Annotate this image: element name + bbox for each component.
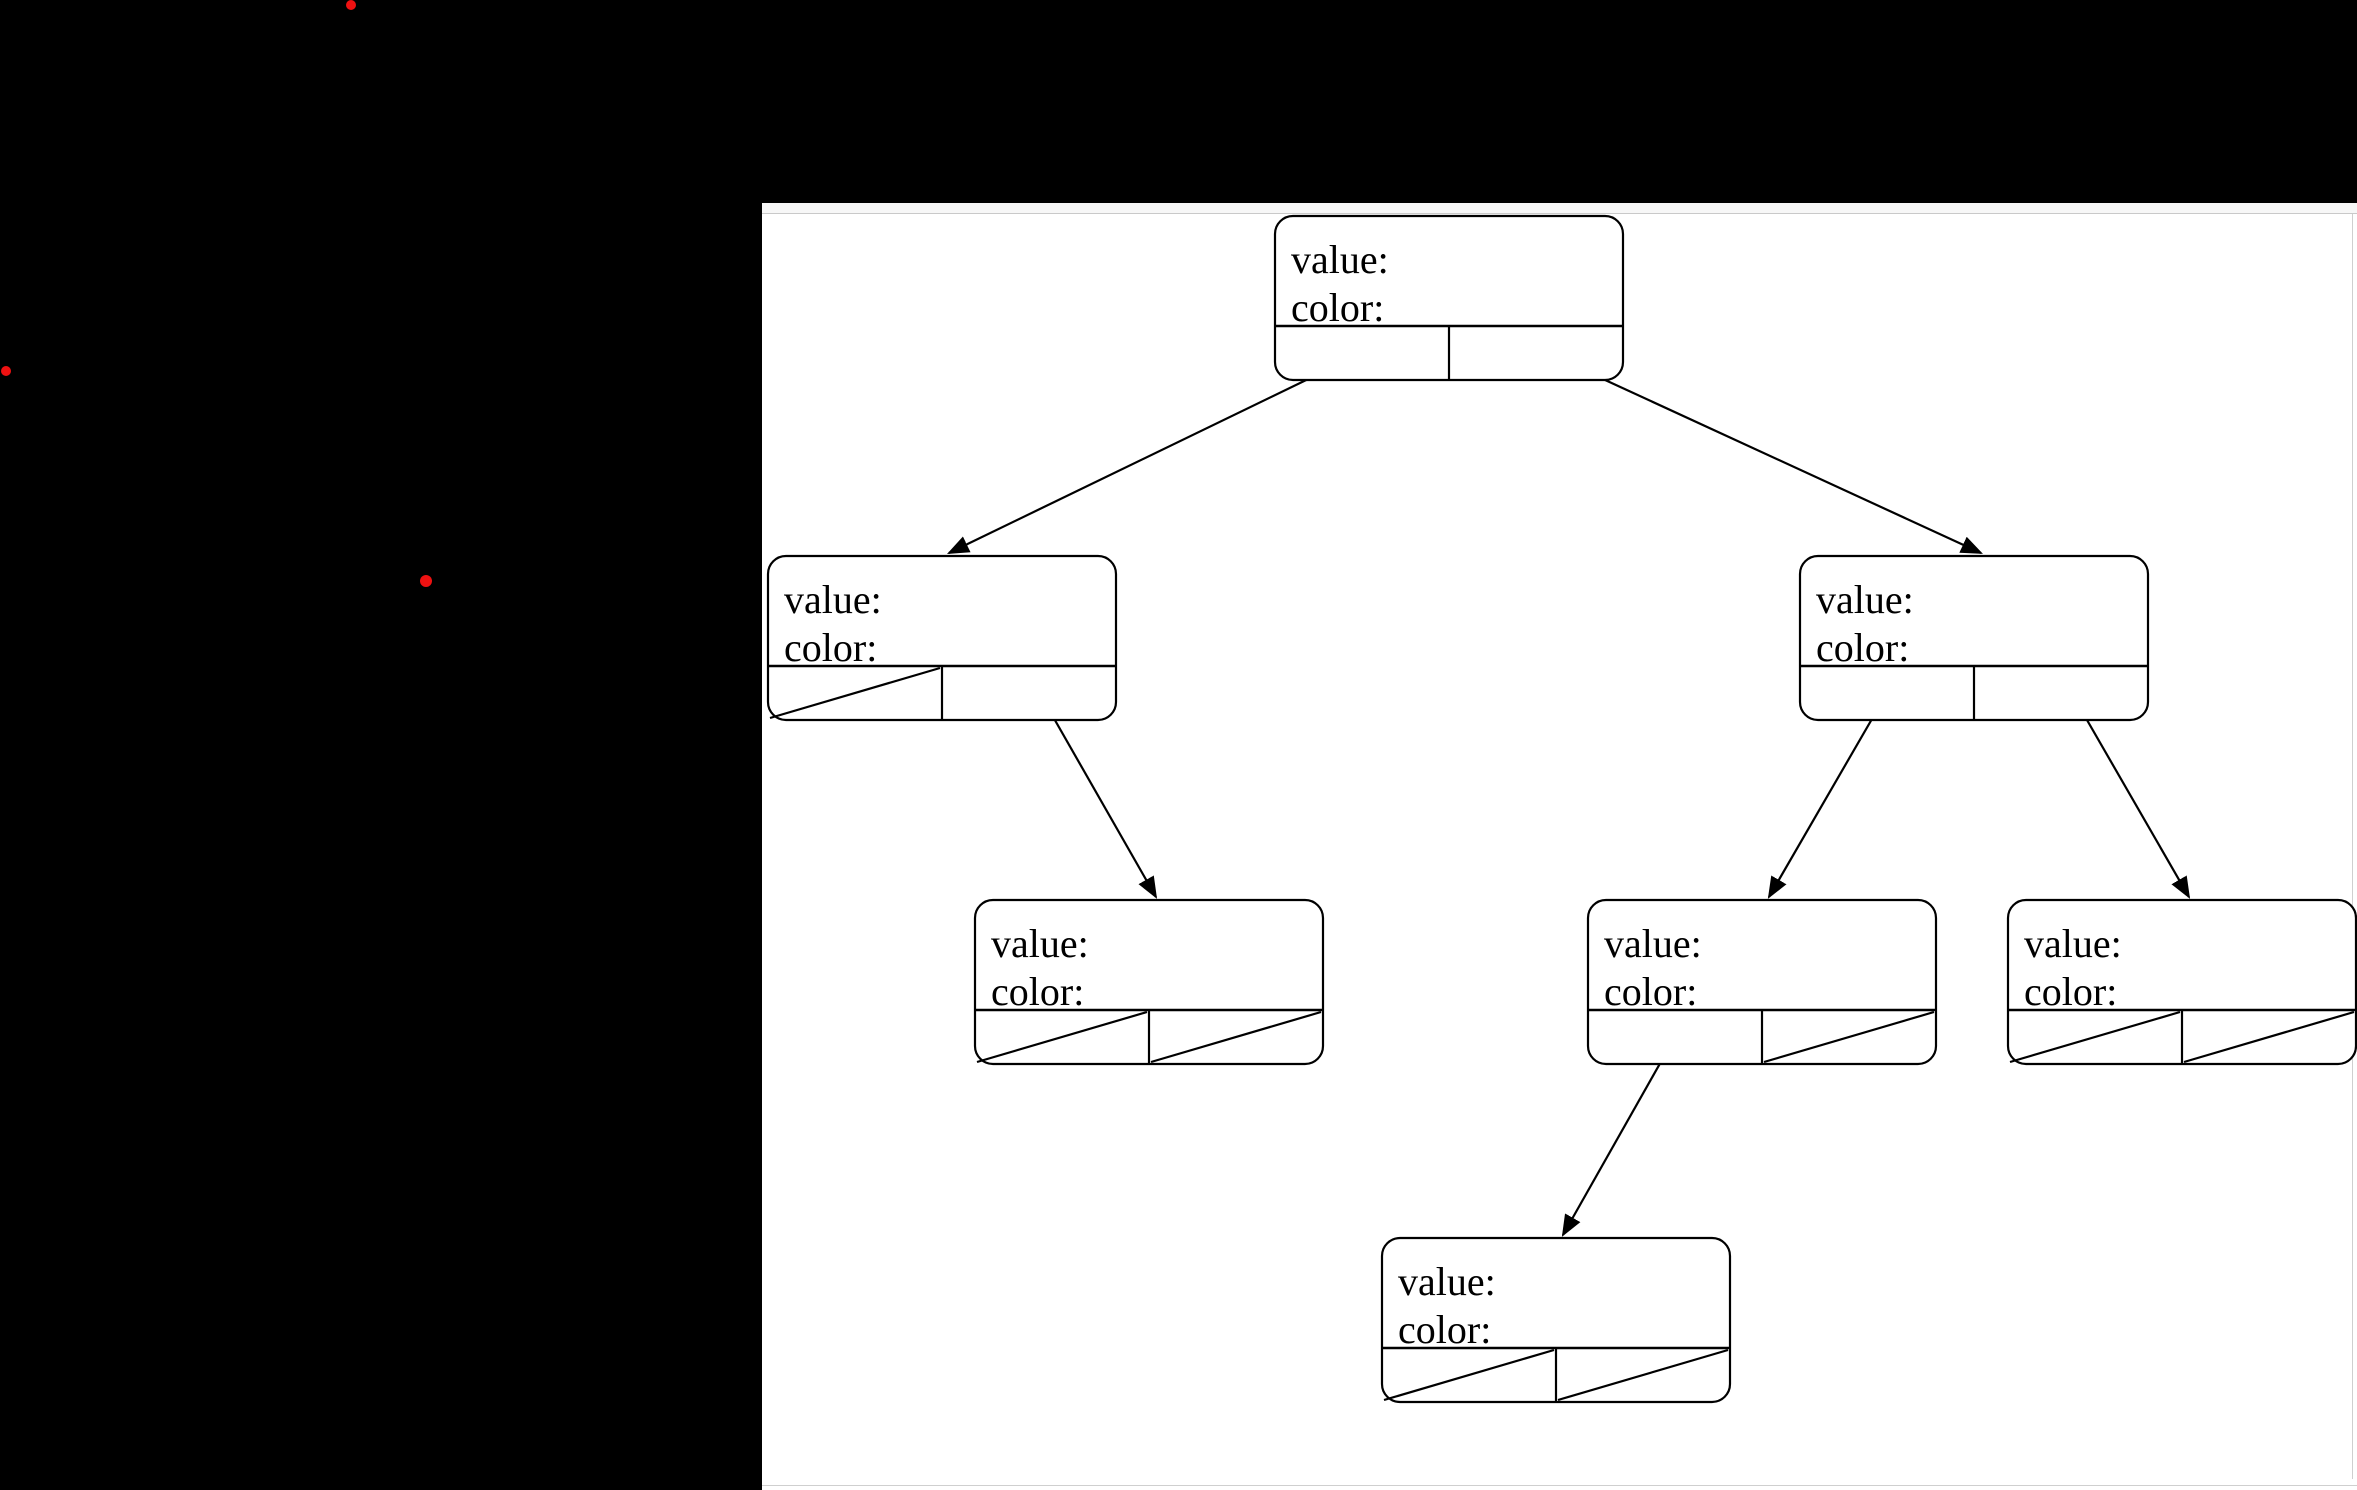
null-slash-right [1150, 1010, 1322, 1064]
panel-top-strip [762, 203, 2357, 214]
red-dot-middle [420, 575, 432, 587]
node-value-label: value: [1398, 1259, 1496, 1304]
tree-node-right-left[interactable] [1586, 898, 1938, 1066]
node-color-label: color: [1604, 969, 1698, 1014]
panel-right-rule [2352, 214, 2353, 1479]
node-color-label: color: [2024, 969, 2118, 1014]
node-color-label: color: [1398, 1307, 1492, 1352]
edge-root-to-left [946, 352, 1363, 554]
node-color-label: color: [1291, 285, 1385, 330]
edge-left-to-leftright [1038, 692, 1158, 899]
node-value-label: value: [991, 921, 1089, 966]
edge-layer [946, 352, 2191, 1237]
node-color-label: color: [784, 625, 878, 670]
null-slash-left [1383, 1348, 1555, 1402]
tree-node-right[interactable] [1798, 554, 2150, 722]
node-value-label: value: [2024, 921, 2122, 966]
node-value-label: value: [1816, 577, 1914, 622]
node-value-label: value: [1604, 921, 1702, 966]
tree-node-root[interactable] [1273, 214, 1625, 382]
red-dot-left [1, 366, 11, 376]
node-value-label: value: [784, 577, 882, 622]
null-slash-right [2183, 1010, 2355, 1064]
node-layer [766, 214, 2357, 1404]
edge-root-to-right [1545, 352, 1983, 554]
null-slash-left [976, 1010, 1148, 1064]
panel-bottom-rule [762, 1485, 2357, 1486]
node-color-label: color: [991, 969, 1085, 1014]
tree-node-deep[interactable] [1380, 1236, 1732, 1404]
red-dot-top [346, 0, 356, 10]
edge-right-to-rightright [2070, 692, 2191, 899]
null-slash-right [1557, 1348, 1729, 1402]
null-slash-right [1763, 1010, 1935, 1064]
edge-rightleft-to-deep [1561, 1036, 1676, 1237]
tree-node-right-right[interactable] [2006, 898, 2357, 1066]
edge-right-to-rightleft [1767, 692, 1888, 899]
node-color-label: color: [1816, 625, 1910, 670]
tree-node-left-right[interactable] [973, 898, 1325, 1066]
node-value-label: value: [1291, 237, 1389, 282]
null-slash-left [769, 666, 941, 720]
binary-tree-graph [766, 214, 2357, 1404]
diagram-panel[interactable]: value:color:value:color:value:color:valu… [762, 203, 2357, 1490]
null-slash-left [2009, 1010, 2181, 1064]
tree-node-left[interactable] [766, 554, 1118, 722]
